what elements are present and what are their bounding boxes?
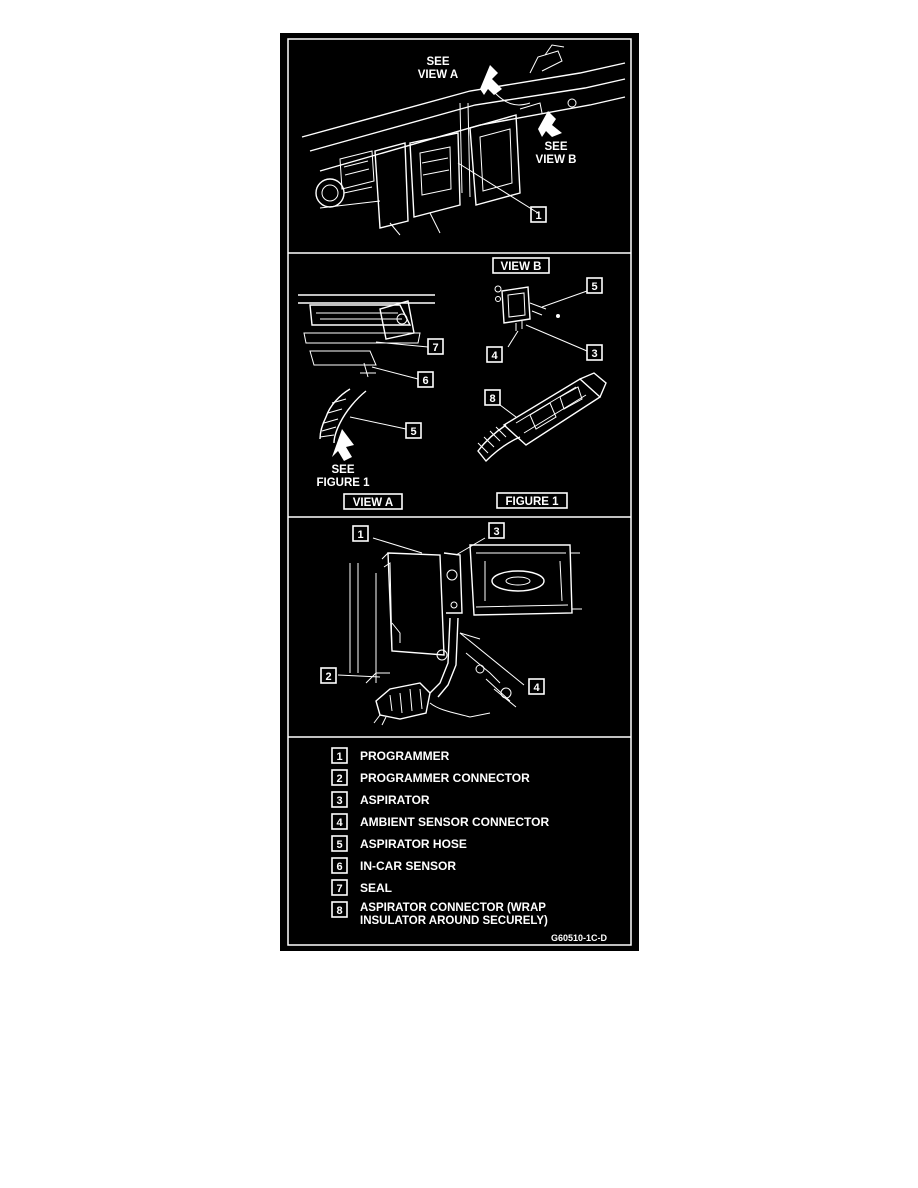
legend-item: 1 PROGRAMMER <box>331 747 450 764</box>
callout-1-top: 1 <box>530 206 547 223</box>
legend-item: 7 SEAL <box>331 879 392 896</box>
leader-line-3b <box>455 537 486 556</box>
callout-1-bottom: 1 <box>352 525 369 542</box>
view-a-title-box: VIEW A <box>343 493 403 510</box>
view-b-title-box: VIEW B <box>492 257 550 274</box>
leader-line-5a <box>349 416 407 430</box>
diagram-canvas: SEE VIEW A SEE VIEW B 1 SEE FIGURE 1 7 6… <box>287 38 632 946</box>
leader-line-6 <box>371 366 419 380</box>
programmer-area-drawing <box>349 544 582 726</box>
leader-line-1b <box>372 537 423 554</box>
leader-line-7 <box>375 341 429 348</box>
svg-text:3: 3 <box>591 348 597 360</box>
legend-label: ASPIRATOR HOSE <box>360 837 467 851</box>
legend-label: SEAL <box>360 881 392 895</box>
leader-line-4a <box>507 330 519 348</box>
legend-item: 2 PROGRAMMER CONNECTOR <box>331 769 530 786</box>
legend-item: 4 AMBIENT SENSOR CONNECTOR <box>331 813 549 830</box>
figure-code: G60510-1C-D <box>551 933 608 943</box>
callout-7-view-a: 7 <box>427 338 444 355</box>
leader-line-5b <box>541 290 588 308</box>
svg-text:5: 5 <box>336 839 342 851</box>
svg-text:7: 7 <box>336 883 342 895</box>
svg-text:6: 6 <box>336 861 342 873</box>
legend-item: 8 ASPIRATOR CONNECTOR (WRAP INSULATOR AR… <box>331 901 548 927</box>
callout-5-view-b: 5 <box>586 277 603 294</box>
callout-3-view-b: 3 <box>586 344 603 361</box>
svg-text:4: 4 <box>491 350 498 362</box>
legend-label: PROGRAMMER CONNECTOR <box>360 771 530 785</box>
vent-outlet-icon <box>315 178 345 208</box>
svg-text:8: 8 <box>489 393 495 405</box>
legend-label-line2: INSULATOR AROUND SECURELY) <box>360 915 548 927</box>
figure-1-title-box: FIGURE 1 <box>496 492 568 509</box>
callout-4-view-b: 4 <box>486 346 503 363</box>
svg-text:VIEW A: VIEW A <box>353 497 393 509</box>
svg-text:4: 4 <box>336 817 343 829</box>
see-figure-1-line1: SEE <box>331 464 354 476</box>
see-view-b-line2: VIEW B <box>536 154 577 166</box>
svg-text:1: 1 <box>535 210 541 222</box>
see-figure-1-line2: FIGURE 1 <box>316 477 370 489</box>
svg-text:5: 5 <box>410 426 416 438</box>
figure-1-drawing <box>477 372 607 463</box>
leader-line-2 <box>337 674 381 678</box>
callout-6-view-a: 6 <box>417 371 434 388</box>
figure-1-pointer-icon <box>332 429 354 461</box>
svg-text:4: 4 <box>533 682 540 694</box>
svg-text:2: 2 <box>336 773 342 785</box>
svg-text:VIEW B: VIEW B <box>501 261 542 273</box>
view-b-pointer-icon <box>538 111 562 137</box>
leader-line-1 <box>457 162 539 214</box>
see-view-a-line1: SEE <box>426 56 449 68</box>
svg-text:3: 3 <box>336 795 342 807</box>
view-a-pointer-icon <box>480 65 502 95</box>
legend-label: ASPIRATOR <box>360 793 430 807</box>
svg-text:7: 7 <box>432 342 438 354</box>
legend-item: 5 ASPIRATOR HOSE <box>331 835 467 852</box>
legend-item: 6 IN-CAR SENSOR <box>331 857 456 874</box>
svg-text:1: 1 <box>357 529 363 541</box>
leader-line-4b <box>459 632 525 686</box>
legend-item: 3 ASPIRATOR <box>331 791 430 808</box>
blower-opening-icon <box>491 570 545 592</box>
callout-5-view-a: 5 <box>405 422 422 439</box>
svg-text:6: 6 <box>422 375 428 387</box>
svg-text:2: 2 <box>325 671 331 683</box>
svg-text:1: 1 <box>336 751 342 763</box>
see-view-a-line2: VIEW A <box>418 69 458 81</box>
callout-4-bottom: 4 <box>528 678 545 695</box>
legend-label: IN-CAR SENSOR <box>360 859 456 873</box>
legend: 1 PROGRAMMER 2 PROGRAMMER CONNECTOR 3 AS… <box>331 747 549 927</box>
service-diagram: SEE VIEW A SEE VIEW B 1 SEE FIGURE 1 7 6… <box>280 33 639 951</box>
leader-line-3a <box>525 324 588 352</box>
view-b-drawing <box>494 285 560 331</box>
legend-label: ASPIRATOR CONNECTOR (WRAP <box>360 902 546 914</box>
leader-line-8 <box>499 404 517 418</box>
svg-text:FIGURE 1: FIGURE 1 <box>505 496 559 508</box>
dash-overview-drawing <box>301 44 626 236</box>
see-view-b-line1: SEE <box>544 141 567 153</box>
diagram-border <box>287 38 632 946</box>
callout-8-figure-1: 8 <box>484 389 501 406</box>
callout-3-bottom: 3 <box>488 522 505 539</box>
callout-2-bottom: 2 <box>320 667 337 684</box>
svg-text:5: 5 <box>591 281 597 293</box>
legend-label: PROGRAMMER <box>360 749 450 763</box>
view-a-drawing <box>298 294 435 444</box>
svg-text:3: 3 <box>493 526 499 538</box>
legend-label: AMBIENT SENSOR CONNECTOR <box>360 815 549 829</box>
svg-text:8: 8 <box>336 905 342 917</box>
